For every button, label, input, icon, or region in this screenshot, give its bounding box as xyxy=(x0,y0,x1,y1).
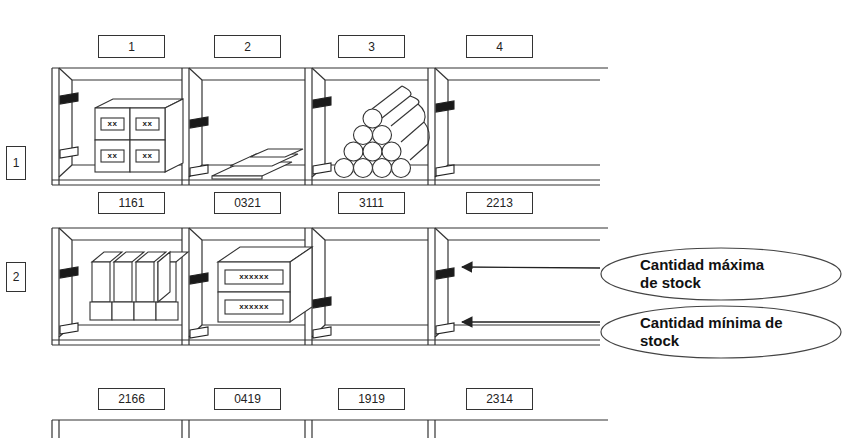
ellipse-outline xyxy=(596,246,844,302)
box-label: 2 xyxy=(244,40,251,54)
max-stock-marker xyxy=(190,273,208,284)
min-stock-marker xyxy=(313,327,331,338)
callout-text: Cantidad máxima de stock xyxy=(640,256,780,292)
min-stock-marker xyxy=(60,323,78,334)
box-label: 1 xyxy=(128,40,135,54)
location-code: 0321 xyxy=(214,192,281,214)
column-number: 2 xyxy=(214,35,281,58)
callout-ellipse: Cantidad mínima de stock xyxy=(596,304,844,360)
min-stock-marker xyxy=(190,165,208,176)
max-stock-marker xyxy=(313,97,331,108)
box-label: 3 xyxy=(368,40,375,54)
box-label: 2 xyxy=(13,270,20,284)
max-stock-marker xyxy=(190,117,208,128)
max-stock-marker xyxy=(60,93,78,104)
min-stock-marker xyxy=(60,147,78,158)
max-stock-marker xyxy=(436,268,454,279)
max-stock-marker xyxy=(60,267,78,278)
carton-marking: xx xyxy=(143,120,153,128)
ellipse-outline xyxy=(596,304,844,360)
box-label: 4 xyxy=(496,40,503,54)
row-number: 1 xyxy=(6,146,26,180)
box-label: 2213 xyxy=(486,196,513,210)
carton-marking: xx xyxy=(108,120,118,128)
carton-marking: xx xyxy=(108,152,118,160)
carton-marking: xx xyxy=(143,152,153,160)
callout-ellipse: Cantidad máxima de stock xyxy=(596,246,844,302)
location-code: 0419 xyxy=(214,388,281,410)
max-stock-marker xyxy=(436,101,454,112)
column-number: 4 xyxy=(466,35,533,58)
location-code: 1161 xyxy=(98,192,165,214)
min-stock-marker xyxy=(436,165,454,176)
carton-marking: xxxxxx xyxy=(239,303,269,311)
location-code: 2166 xyxy=(98,388,165,410)
box-label: 2314 xyxy=(486,392,513,406)
location-code: 2213 xyxy=(466,192,533,214)
callout-text: Cantidad mínima de stock xyxy=(640,314,808,350)
location-code: 1919 xyxy=(338,388,405,410)
box-label: 2166 xyxy=(118,392,145,406)
box-label: 0321 xyxy=(234,196,261,210)
box-label: 1161 xyxy=(119,196,145,210)
min-stock-marker xyxy=(436,323,454,334)
min-stock-marker xyxy=(190,327,208,338)
box-label: 0419 xyxy=(234,392,261,406)
min-stock-marker xyxy=(313,163,331,174)
max-stock-marker xyxy=(313,297,331,308)
row-number: 2 xyxy=(6,262,26,292)
box-label: 1 xyxy=(13,156,20,170)
location-code: 2314 xyxy=(466,388,533,410)
column-number: 1 xyxy=(98,35,165,58)
location-code: 3111 xyxy=(338,192,405,214)
carton-marking: xxxxxx xyxy=(239,273,269,281)
shelf-frame xyxy=(52,68,608,438)
box-label: 3111 xyxy=(359,196,384,210)
stock-markers xyxy=(60,93,454,338)
stored-goods xyxy=(90,86,429,322)
column-number: 3 xyxy=(338,35,405,58)
leader-arrows xyxy=(462,267,600,322)
box-label: 1919 xyxy=(358,392,385,406)
